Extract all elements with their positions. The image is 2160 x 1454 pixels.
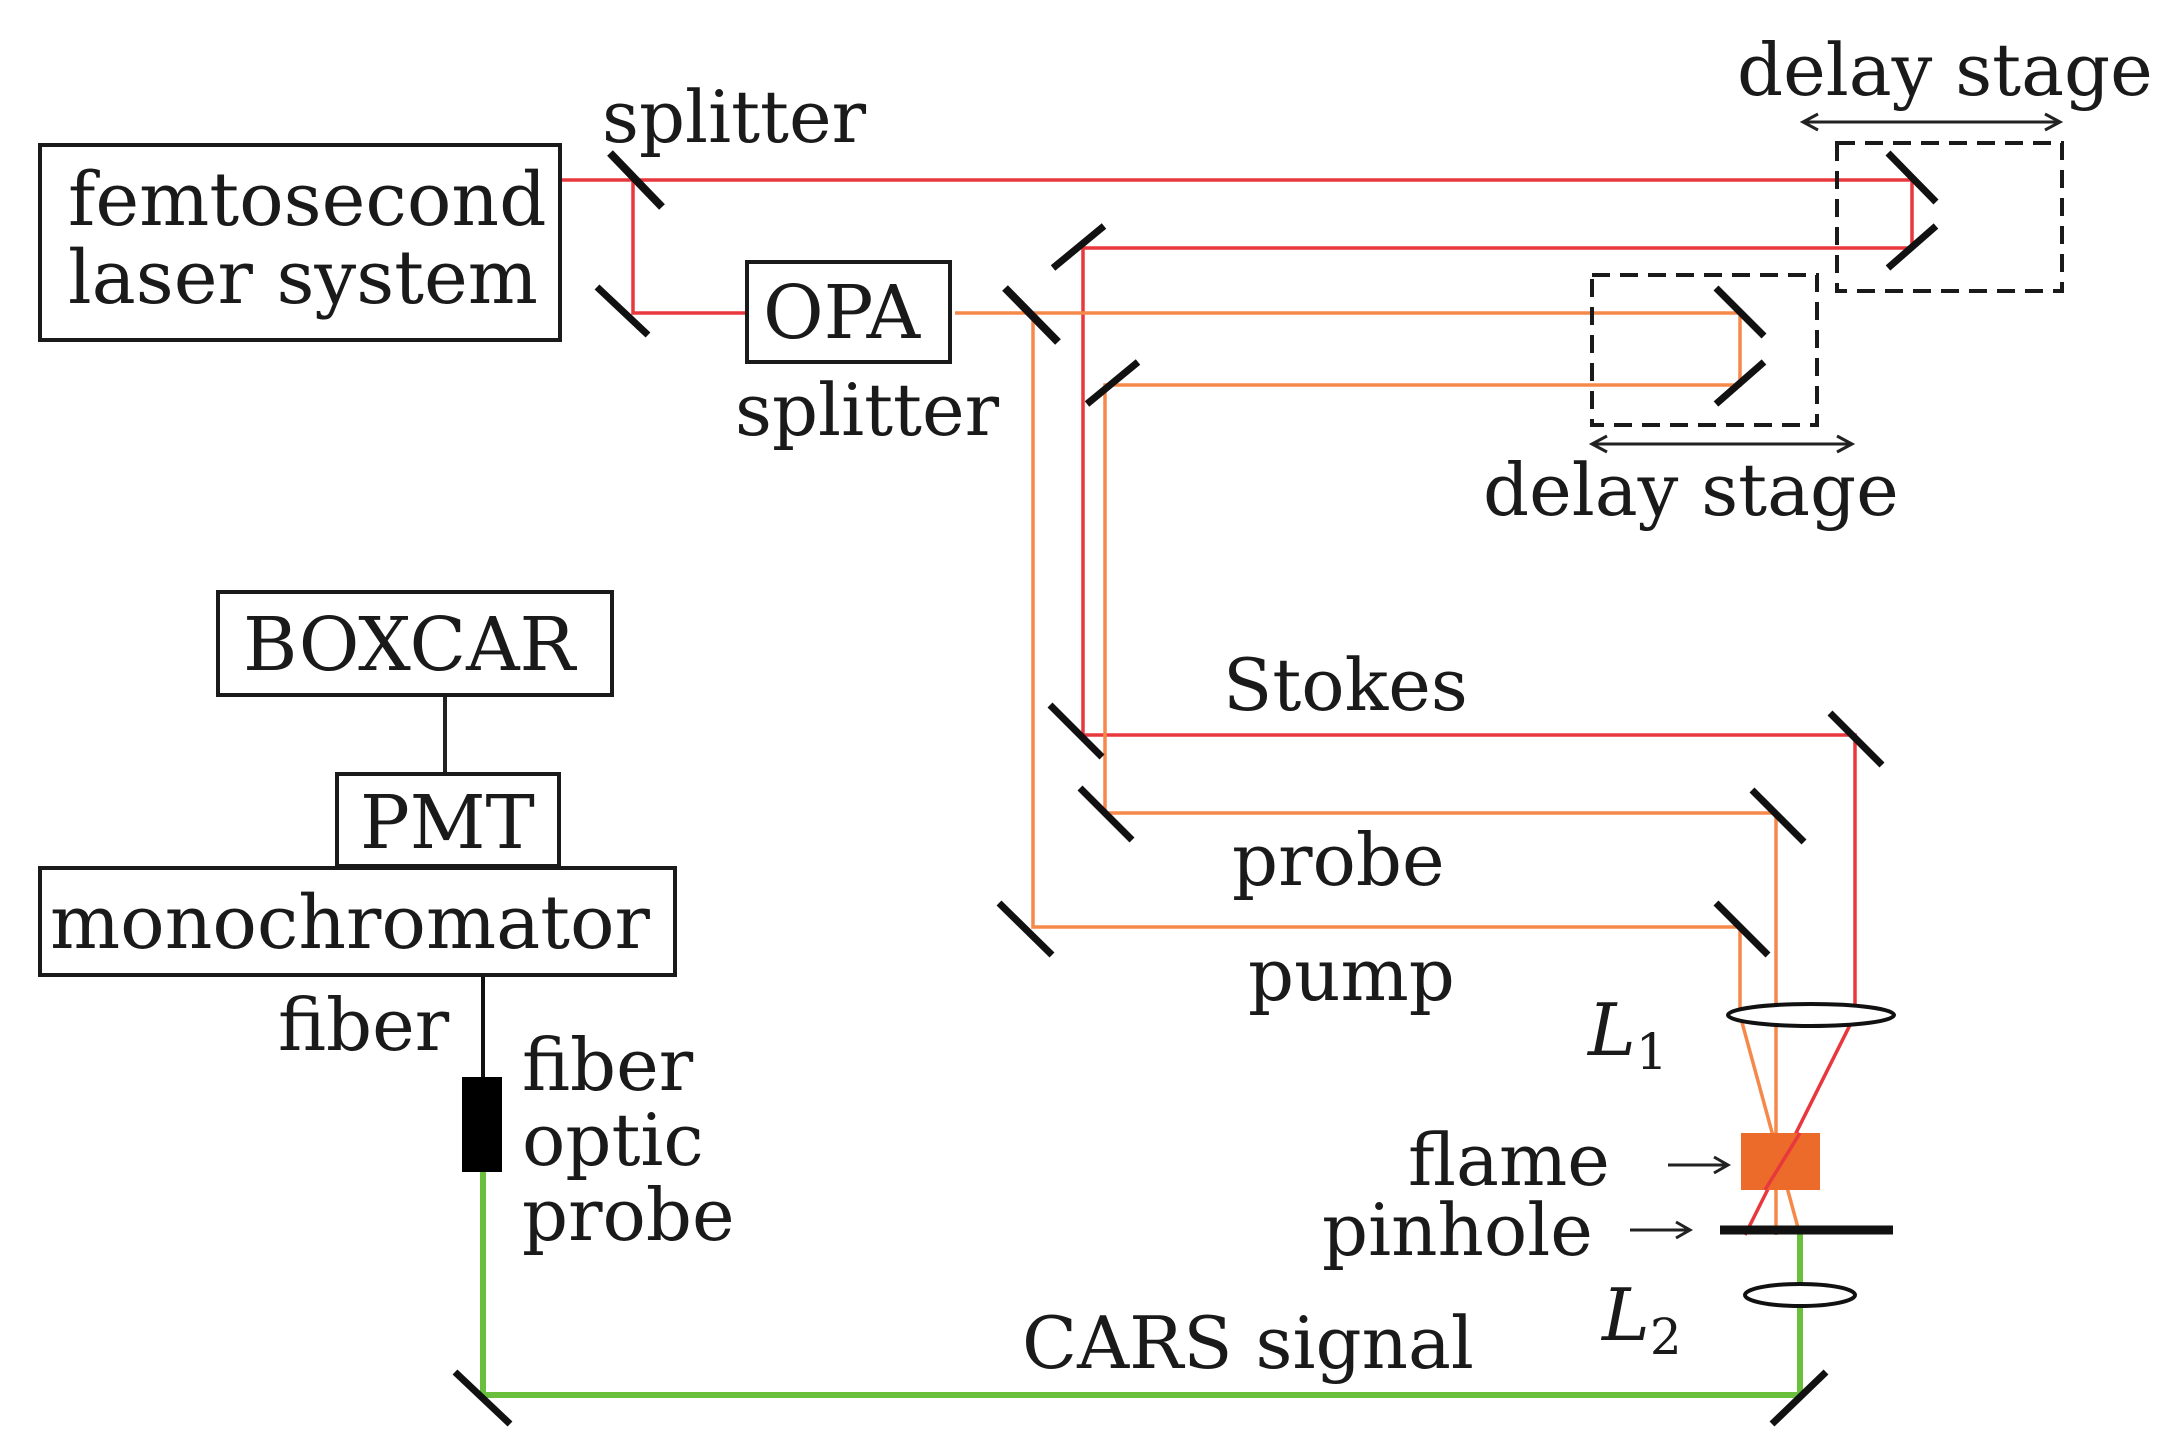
flame-label: flame [1408,1118,1610,1202]
delay-stage-top-arrow [1799,112,2064,132]
beam-splitter-top [607,150,665,210]
monochromator-box [38,866,677,977]
fiber-optic-probe [462,1077,502,1172]
mirror [1749,787,1807,845]
fiber-probe-label-line2: optic [522,1098,704,1182]
mirror [1047,702,1105,760]
flame-pointer-arrow [1668,1155,1732,1175]
laser-label-line2: laser system [68,235,538,321]
mirror [594,284,651,338]
beam-splitter-opa [1002,285,1061,345]
pinhole-label: pinhole [1322,1188,1593,1272]
mirror [1713,359,1767,407]
mirror [1713,285,1767,339]
delay-stage-mid-label: delay stage [1483,448,1899,532]
mirror [452,1369,513,1427]
delay-stage-top-label: delay stage [1737,28,2153,112]
lens-l1-subscript: 1 [1636,1023,1668,1081]
crossing-beam-overlay [1763,1132,1802,1191]
fiber-probe-label-line1: fiber [522,1023,694,1107]
splitter-opa-label: splitter [735,368,1000,452]
lens-l2 [1743,1282,1857,1308]
pump-crossing-beam [1738,1014,1802,1236]
lens-l2-label: L2 [1600,1273,1682,1366]
mirror [1077,785,1135,843]
fiber-label: fiber [278,983,450,1067]
pmt-box [335,772,561,868]
lens-l1 [1726,1002,1896,1028]
mirror [1885,150,1939,205]
mirror [1084,359,1141,407]
lens-l1-label: L1 [1586,988,1668,1081]
boxcar-box [216,590,614,697]
lens-l2-symbol: L [1600,1273,1650,1357]
delay-stage-top-frame [1835,141,2064,293]
mirror [1769,1369,1829,1427]
mirror [1827,710,1885,768]
stokes-crossing-beam [1743,1014,1857,1236]
probe-label: probe [1232,818,1445,902]
monochromator-label: monochromator [50,880,651,966]
splitter-top-label: splitter [602,75,867,159]
delay-stage-mid-arrow [1588,434,1856,454]
pmt-label: PMT [360,780,535,866]
mirror [1885,223,1939,271]
opa-label: OPA [763,270,922,356]
cars-signal-beam [480,1170,1803,1398]
boxcar-label: BOXCAR [243,602,578,688]
fiber-probe-label-line3: probe [522,1173,735,1257]
mirrors [452,150,1939,1427]
red-beam-to-opa [631,180,745,315]
laser-label-line1: femtosecond [68,157,546,243]
pump-label: pump [1248,933,1455,1017]
opa-box [745,260,952,364]
pump-beam [1031,313,1742,1015]
mirror [1050,223,1107,271]
lens-l2-subscript: 2 [1650,1308,1682,1366]
lens-l1-symbol: L [1586,988,1636,1072]
femtosecond-laser-box [38,143,562,342]
delay-stage-mid-frame [1590,273,1819,427]
cars-signal-label: CARS signal [1022,1301,1474,1385]
stokes-label: Stokes [1223,643,1468,727]
mirror [996,900,1055,958]
pinhole-pointer-arrow [1630,1220,1694,1240]
mirror [1713,900,1771,958]
